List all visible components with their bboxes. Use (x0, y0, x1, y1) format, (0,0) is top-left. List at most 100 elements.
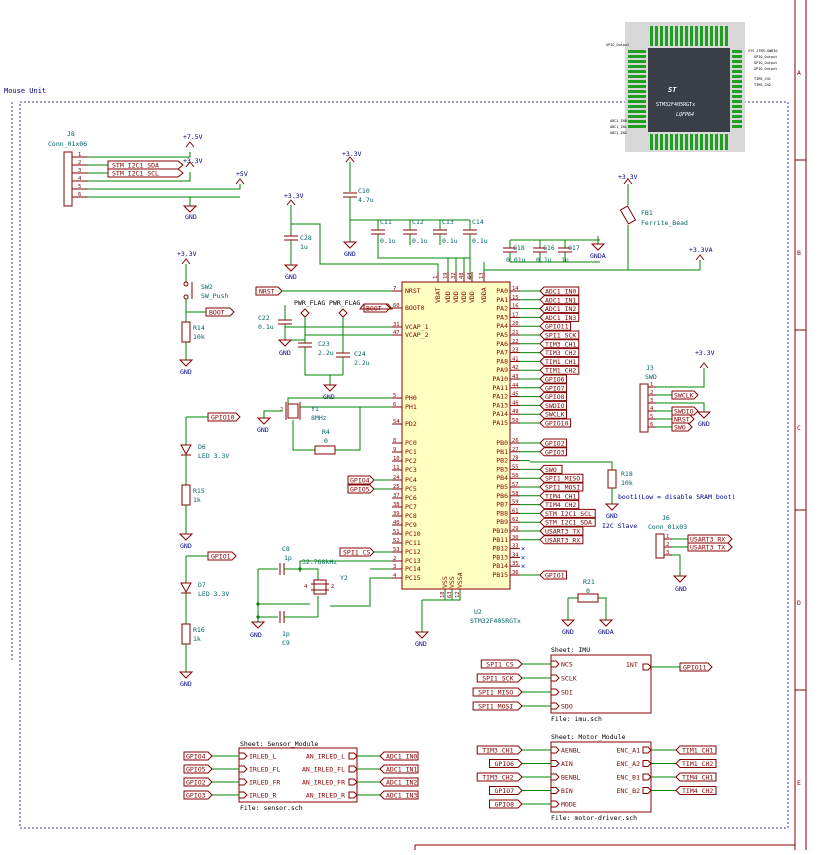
sensor-right-pin: AN_IRLED_L (306, 753, 345, 761)
pwr-3v3va: +3.3VA (689, 246, 713, 254)
chip-right-label: TIM3_CH2 (754, 83, 771, 87)
sensor-file: File: sensor.sch (240, 804, 303, 812)
u2-value: STM32F405RGTx (470, 617, 521, 625)
chip-pin (732, 75, 742, 78)
imu-net-label-text: SPI1_SCK (482, 675, 513, 683)
chip-left-label: ADC1_IN1 (610, 125, 627, 129)
label-gpio1-d7: GPIO1 (211, 553, 231, 561)
mcu-body (401, 281, 511, 590)
mcu-pin-right-name: PB10 (492, 527, 508, 535)
j6-ref: J6 (662, 514, 670, 522)
chip-pin (700, 26, 703, 46)
chip-pin (628, 90, 646, 93)
c13-ref: C13 (442, 218, 454, 226)
mcu-net-label (539, 295, 580, 305)
chip-pin (685, 134, 688, 150)
j8-pin-number: 3 (78, 168, 81, 174)
r14-val: 10k (193, 333, 205, 341)
mcu-pin-left-name: VCAP_2 (405, 331, 429, 339)
gnd-c28: GND (285, 273, 297, 281)
imu-net-label-text: SPI1_MOSI (478, 703, 513, 711)
chip-image: ST STM32F405RGTx LQFP64 GPIO_Output ADC1… (606, 22, 778, 152)
sensor-right-label (379, 777, 419, 787)
mcu-net-label (539, 464, 563, 474)
mcu-pin-right-name: PA12 (492, 393, 508, 401)
mcu-pin-top-name: VDD (460, 291, 468, 303)
svg-text:4: 4 (304, 584, 308, 590)
label-nrst-left (255, 286, 283, 296)
j8-pin-number: 4 (78, 176, 82, 182)
c28-val: 1u (300, 243, 308, 251)
mcu-pin-left-name: PH1 (405, 403, 417, 411)
mcu-pin-right-name: PA15 (492, 419, 508, 427)
mcu-pin-left-name: PC1 (405, 448, 417, 456)
mcu-net-label (539, 491, 580, 501)
d7-ref: D7 (198, 581, 206, 589)
chip-pin (628, 105, 646, 108)
u2-ref: U2 (474, 608, 482, 616)
j3-pin-number: 6 (650, 422, 653, 428)
sheet-motor: Sheet: Motor_Module File: motor-driver.s… (476, 733, 717, 822)
c9-ref: C9 (282, 639, 290, 647)
mcu-pin-right-name: PB3 (496, 465, 508, 473)
fb1-val: Ferrite_Bead (641, 219, 688, 227)
chip-pin (705, 26, 708, 46)
mcu-left-support: NRST BOOT PWR_FLAG PWR_FLAG C22 0.1u GND… (255, 286, 402, 401)
mcu-u2: NRST7BOOT060VCAP_131VCAP_247PH05PH16PD25… (392, 272, 521, 648)
mcu-pin-left-num: 7 (393, 286, 396, 292)
chip-pin (732, 105, 742, 108)
mcu-pin-left-name: PC5 (405, 485, 417, 493)
sensor-left-pin: IRLED_FL (249, 766, 280, 774)
c14-val: 0.1u (472, 237, 488, 245)
mcu-pin-right-name: PA8 (496, 357, 508, 365)
mcu-net-label-text: GPIO6 (545, 376, 565, 384)
mcu-pin-left-num: 3 (393, 564, 396, 570)
j6-value: Conn_01x03 (648, 523, 687, 531)
mcu-net-label-text: GPIO3 (545, 448, 565, 456)
motor-title: Sheet: Motor_Module (551, 733, 625, 741)
sensor-left-pin: IRLED_FR (249, 779, 280, 787)
mcu-pin-right-num: 23 (512, 348, 519, 354)
mouse-unit-box: Mouse Unit (4, 87, 789, 829)
mcu-pin-right-name: PA11 (492, 384, 508, 392)
chip-pin (628, 60, 646, 63)
i2c-note: I2C Slave (602, 522, 637, 530)
sensor-right-label-text: ADC1_IN2 (386, 779, 417, 787)
mcu-pin-right-name: PB5 (496, 483, 508, 491)
no-connect-mark: × (521, 563, 525, 571)
chip-right-label: TIM3_CH1 (754, 77, 771, 81)
pwr-3v3-c10: +3.3V (342, 150, 362, 158)
mcu-pin-left-num: 11 (393, 465, 400, 471)
mcu-net-label-text: GPIO7 (545, 384, 565, 392)
mcu-net-label (539, 383, 567, 393)
mcu-pin-right-num: 42 (512, 365, 519, 371)
mcu-pin-right-num: 58 (512, 491, 519, 497)
r15-ref: R15 (193, 487, 205, 495)
r21-ref: R21 (583, 578, 595, 586)
chip-pin (732, 50, 742, 53)
mcu-pin-right-num: 44 (512, 383, 519, 389)
mcu-pin-bottom-name: VSS (448, 576, 456, 588)
mcu-pin-right-name: PB9 (496, 518, 508, 526)
j3-pin-number: 4 (650, 406, 654, 412)
d6-val: LED 3.3V (198, 452, 229, 460)
mcu-pin-right-name: PB15 (492, 571, 508, 579)
mcu-pin-right-num: 16 (512, 304, 519, 310)
gnd-r15: GND (180, 542, 192, 550)
label-sda-text: STM_I2C1_SDA (112, 162, 159, 170)
chip-pin (655, 134, 658, 150)
chip-pin (650, 26, 653, 46)
chip-pin (720, 26, 723, 46)
mcu-pin-right-name: PA1 (496, 296, 508, 304)
chip-package: LQFP64 (676, 112, 694, 118)
mcu-pin-left-num: 6 (393, 402, 396, 408)
mcu-pin-right-num: 61 (512, 508, 519, 514)
mcu-net-label (539, 418, 572, 428)
mcu-net-label (539, 409, 567, 419)
sheet-imu: Sheet: IMU File: imu.sch NCSSPI1_CSSCLKS… (472, 646, 713, 723)
mcu-pin-left-name: PC4 (405, 476, 417, 484)
j6-label-rx: USART3_RX (690, 536, 725, 544)
mcu-pin-right-num: 46 (512, 400, 519, 406)
mcu-net-label (539, 535, 584, 545)
